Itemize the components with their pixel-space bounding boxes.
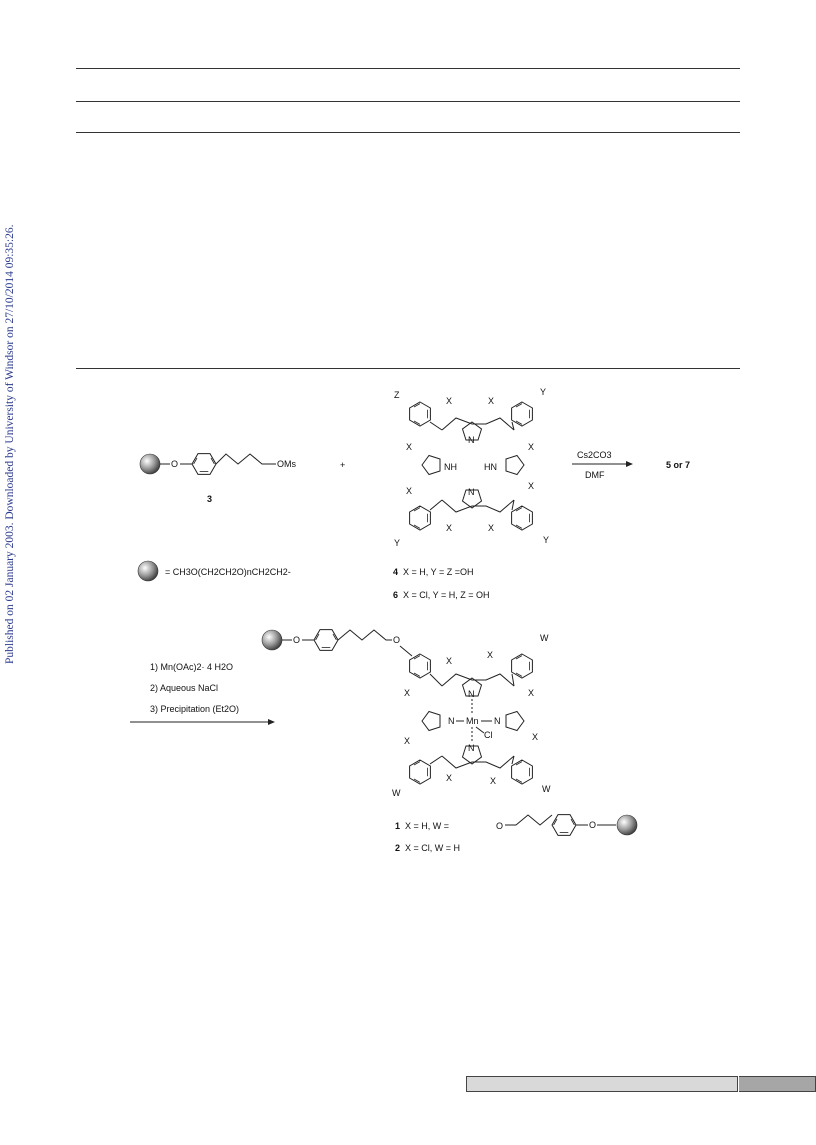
linker-oxygen: O — [293, 635, 300, 645]
substituent-x: X — [488, 523, 494, 533]
pyrrole-n-top: N — [468, 689, 475, 699]
plus-sign: + — [340, 460, 345, 470]
step-1-reagent: 1) Mn(OAc)2· 4 H2O — [150, 662, 233, 672]
substituent-x: X — [490, 776, 496, 786]
substituent-x: X — [404, 688, 410, 698]
linker-oxygen: O — [393, 635, 400, 645]
polymer-bead-icon — [616, 814, 638, 836]
porphyrin-top-structure: N N NH HN Z X X X Y X X X Y X X Y — [394, 387, 549, 548]
substituent-z: Z — [394, 390, 400, 400]
pyrrole-n-bottom: N — [468, 487, 475, 497]
pyrrole-nh: NH — [444, 462, 457, 472]
compound-6-label: 6 — [393, 590, 398, 600]
w-substituent-structure: O O — [496, 814, 638, 836]
substituent-x: X — [406, 486, 412, 496]
arrow1-reagent-top: Cs2CO3 — [577, 450, 612, 460]
pyrrole-n-bottom: N — [468, 743, 475, 753]
compound-4-definition: X = H, Y = Z =OH — [403, 567, 473, 577]
polymer-bead-icon — [139, 453, 161, 475]
substituent-y: Y — [394, 538, 400, 548]
compound-1-label: 1 — [395, 821, 400, 831]
footer-bar-tab — [739, 1076, 816, 1092]
substituent-x: X — [528, 481, 534, 491]
compound-4-label: 4 — [393, 567, 398, 577]
substituent-x: X — [528, 688, 534, 698]
header-rule-3 — [76, 132, 740, 133]
scheme-top-rule — [76, 368, 740, 369]
substituent-x: X — [404, 736, 410, 746]
step-2-reagent: 2) Aqueous NaCl — [150, 683, 218, 693]
pyrrole-n-top: N — [468, 435, 475, 445]
compound-3-structure: O OMs — [139, 453, 296, 475]
polymer-bead-icon — [261, 629, 283, 651]
pyrrole-n-right: N — [494, 716, 501, 726]
substituent-x: X — [446, 523, 452, 533]
header-rule-2 — [76, 101, 740, 102]
substituent-w: W — [540, 633, 549, 643]
product-label: 5 or 7 — [666, 460, 690, 470]
peg-definition: = CH3O(CH2CH2O)nCH2CH2- — [165, 567, 291, 577]
pyrrole-n-left: N — [448, 716, 455, 726]
substituent-x: X — [406, 442, 412, 452]
porphyrin-bottom-structure: O O N N N N Mn Cl X X X W X X — [261, 629, 551, 798]
arrow1-reagent-bottom: DMF — [585, 470, 605, 480]
linker-oxygen: O — [171, 459, 178, 469]
linker-oxygen: O — [589, 820, 596, 830]
compound-1-definition: X = H, W = — [405, 821, 449, 831]
compound-2-definition: X = Cl, W = H — [405, 843, 460, 853]
substituent-y: Y — [540, 387, 546, 397]
substituent-x: X — [488, 396, 494, 406]
compound-3-label: 3 — [207, 494, 212, 504]
substituent-w: W — [542, 784, 551, 794]
substituent-x: X — [532, 732, 538, 742]
compound-2-label: 2 — [395, 843, 400, 853]
substituent-x: X — [528, 442, 534, 452]
manganese-center: Mn — [466, 716, 479, 726]
substituent-x: X — [446, 773, 452, 783]
substituent-w: W — [392, 788, 401, 798]
linker-oxygen: O — [496, 821, 503, 831]
step-3-reagent: 3) Precipitation (Et2O) — [150, 704, 239, 714]
pyrrole-hn: HN — [484, 462, 497, 472]
footer-bar — [466, 1076, 738, 1092]
substituent-y: Y — [543, 535, 549, 545]
chloride-ligand: Cl — [484, 730, 493, 740]
substituent-x: X — [446, 396, 452, 406]
polymer-bead-legend-icon — [137, 560, 159, 582]
header-rule-1 — [76, 68, 740, 69]
substituent-x: X — [446, 656, 452, 666]
mesylate-group: OMs — [277, 459, 296, 469]
compound-6-definition: X = Cl, Y = H, Z = OH — [403, 590, 489, 600]
substituent-x: X — [487, 650, 493, 660]
